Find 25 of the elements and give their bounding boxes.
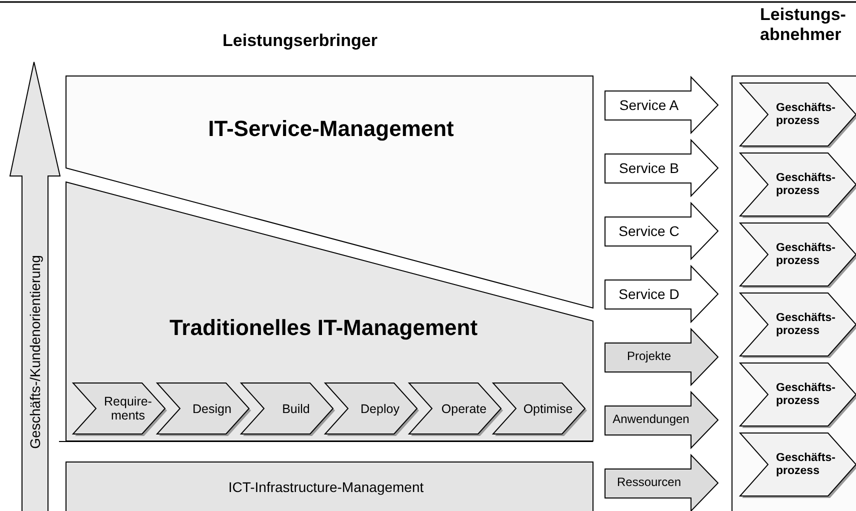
node-label: Operate	[440, 401, 488, 416]
node-label: Service A	[618, 96, 680, 114]
node-label: Geschäfts- prozess	[776, 451, 836, 478]
node-label: ICT-Infrastructure-Management	[227, 479, 425, 496]
node-label: Service C	[618, 222, 680, 240]
node-label: Build	[281, 401, 311, 416]
node-label: Projekte	[626, 350, 672, 364]
axis-label: Geschäfts-/Kundenorientierung	[27, 254, 44, 451]
node-label: Design	[192, 401, 232, 416]
node-label: Geschäfts- prozess	[776, 241, 836, 268]
node-label: Geschäfts- prozess	[776, 101, 836, 128]
panel-heading: Leistungs- abnehmer	[760, 5, 847, 44]
node-label: Optimise	[522, 401, 574, 416]
node-label: Geschäfts- prozess	[776, 381, 836, 408]
section-heading: Leistungserbringer	[222, 31, 378, 51]
node-label: Deploy	[360, 401, 400, 416]
node-label: Service B	[618, 160, 680, 176]
node-label: Anwendungen	[612, 413, 690, 427]
node-label: IT-Service-Management	[207, 116, 455, 142]
node-label: Geschäfts- prozess	[776, 171, 836, 198]
node-label: Ressourcen	[616, 476, 682, 490]
node-label: Require- ments	[103, 394, 153, 423]
node-label: Geschäfts- prozess	[776, 311, 836, 338]
node-label: Traditionelles IT-Management	[168, 315, 479, 340]
node-label: Service D	[618, 286, 680, 302]
